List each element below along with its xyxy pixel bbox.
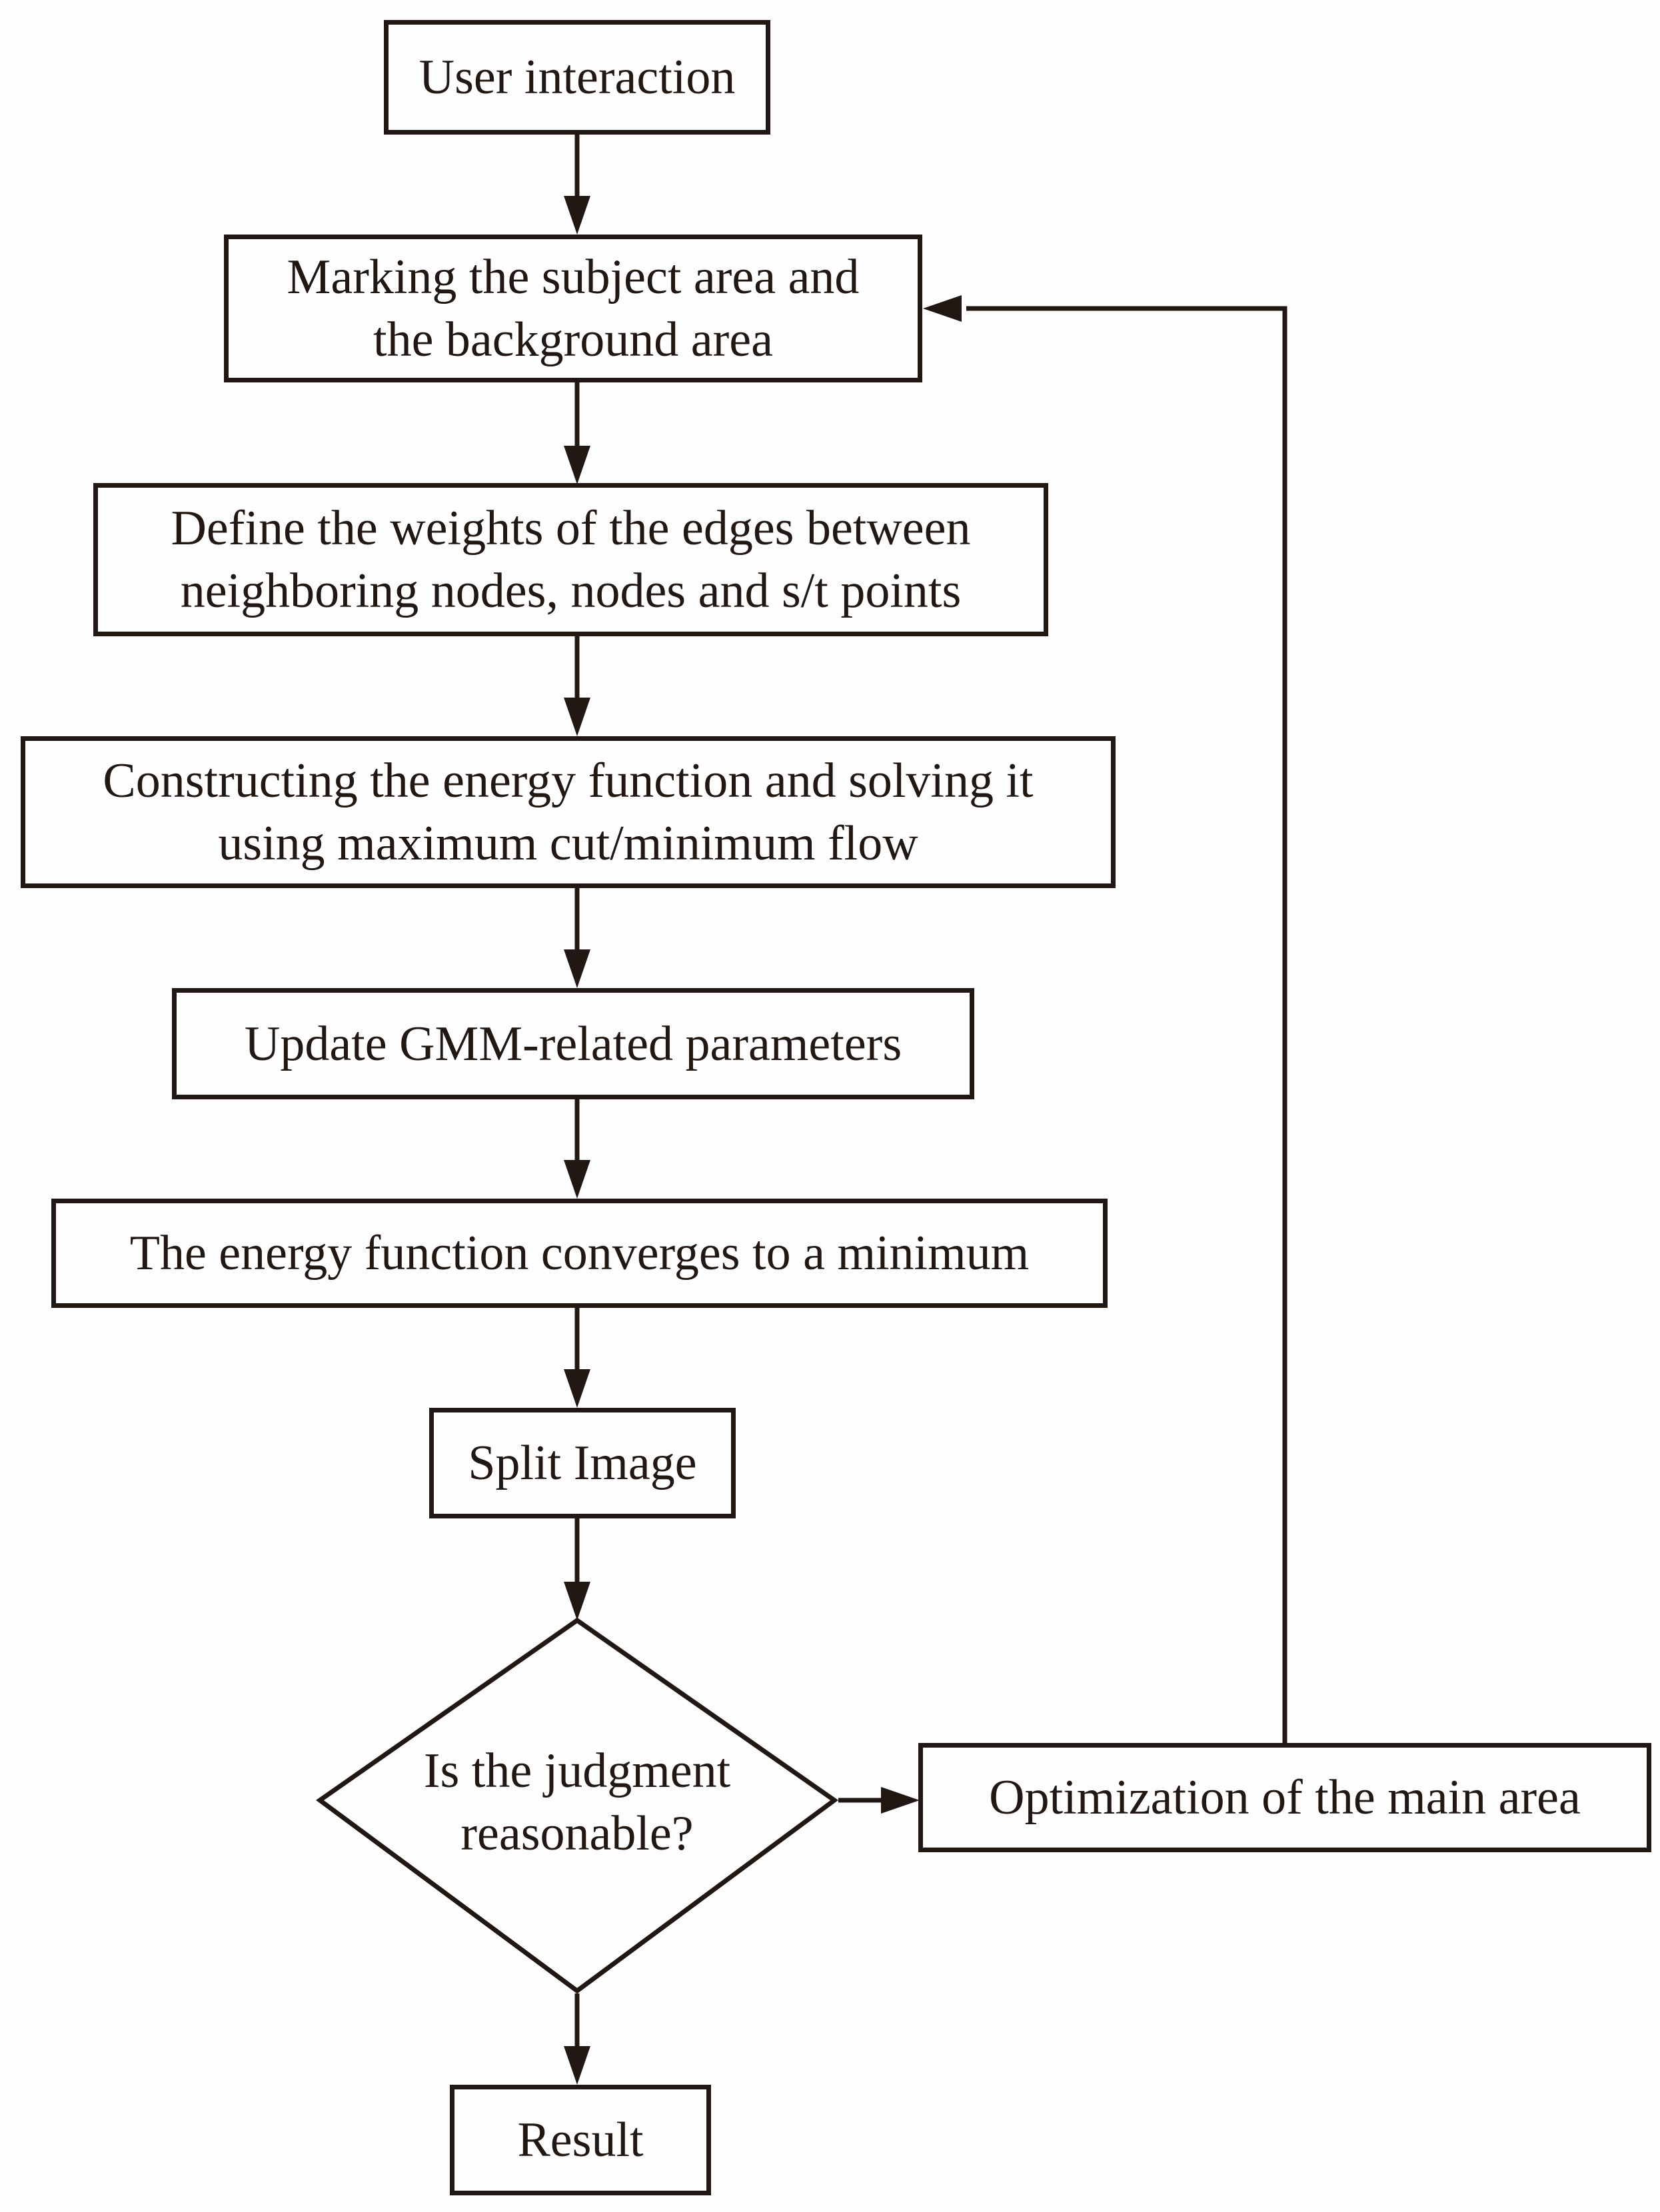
arrowhead-into-optimization xyxy=(881,1787,920,1814)
arrowhead-feedback-into-marking xyxy=(923,295,962,322)
arrowhead-into-gmm xyxy=(564,949,590,988)
node-label: Is the judgment xyxy=(423,1744,731,1798)
node-label: Marking the subject area and xyxy=(287,250,860,304)
node-label: Constructing the energy function and sol… xyxy=(103,754,1034,808)
node-label: The energy function converges to a minim… xyxy=(129,1226,1030,1281)
arrowhead-into-judgment xyxy=(564,1582,590,1620)
node-split-image: Split Image xyxy=(429,1408,736,1518)
node-label: neighboring nodes, nodes and s/t points xyxy=(180,564,962,618)
arrowhead-into-result xyxy=(564,2046,590,2085)
node-judgment-decision-label: Is the judgment reasonable? xyxy=(364,1716,790,1889)
node-result: Result xyxy=(450,2085,711,2195)
node-update-gmm-parameters: Update GMM-related parameters xyxy=(172,988,974,1099)
node-user-interaction: User interaction xyxy=(384,20,770,135)
node-label: Result xyxy=(517,2113,644,2167)
node-marking-areas: Marking the subject area and the backgro… xyxy=(224,235,922,382)
edge-feedback-line xyxy=(966,306,1287,1743)
node-label: Split Image xyxy=(468,1436,697,1490)
node-label: Update GMM-related parameters xyxy=(244,1016,902,1071)
node-label: using maximum cut/minimum flow xyxy=(218,816,918,871)
decision-diamond xyxy=(316,1617,838,1994)
node-label: User interaction xyxy=(418,50,736,105)
arrowhead-into-weights xyxy=(564,446,590,484)
node-label: Optimization of the main area xyxy=(989,1770,1581,1825)
node-energy-converges: The energy function converges to a minim… xyxy=(51,1199,1108,1308)
arrowhead-into-marking xyxy=(564,196,590,235)
arrowhead-into-energy xyxy=(564,698,590,736)
node-label: reasonable? xyxy=(460,1806,694,1861)
node-label: the background area xyxy=(373,312,773,367)
node-optimization-main-area: Optimization of the main area xyxy=(918,1743,1651,1852)
node-construct-energy-function: Constructing the energy function and sol… xyxy=(21,736,1116,888)
arrowhead-into-converge xyxy=(564,1160,590,1199)
node-define-weights: Define the weights of the edges between … xyxy=(93,483,1048,636)
arrowhead-into-split xyxy=(564,1369,590,1408)
node-label: Define the weights of the edges between xyxy=(171,501,971,556)
